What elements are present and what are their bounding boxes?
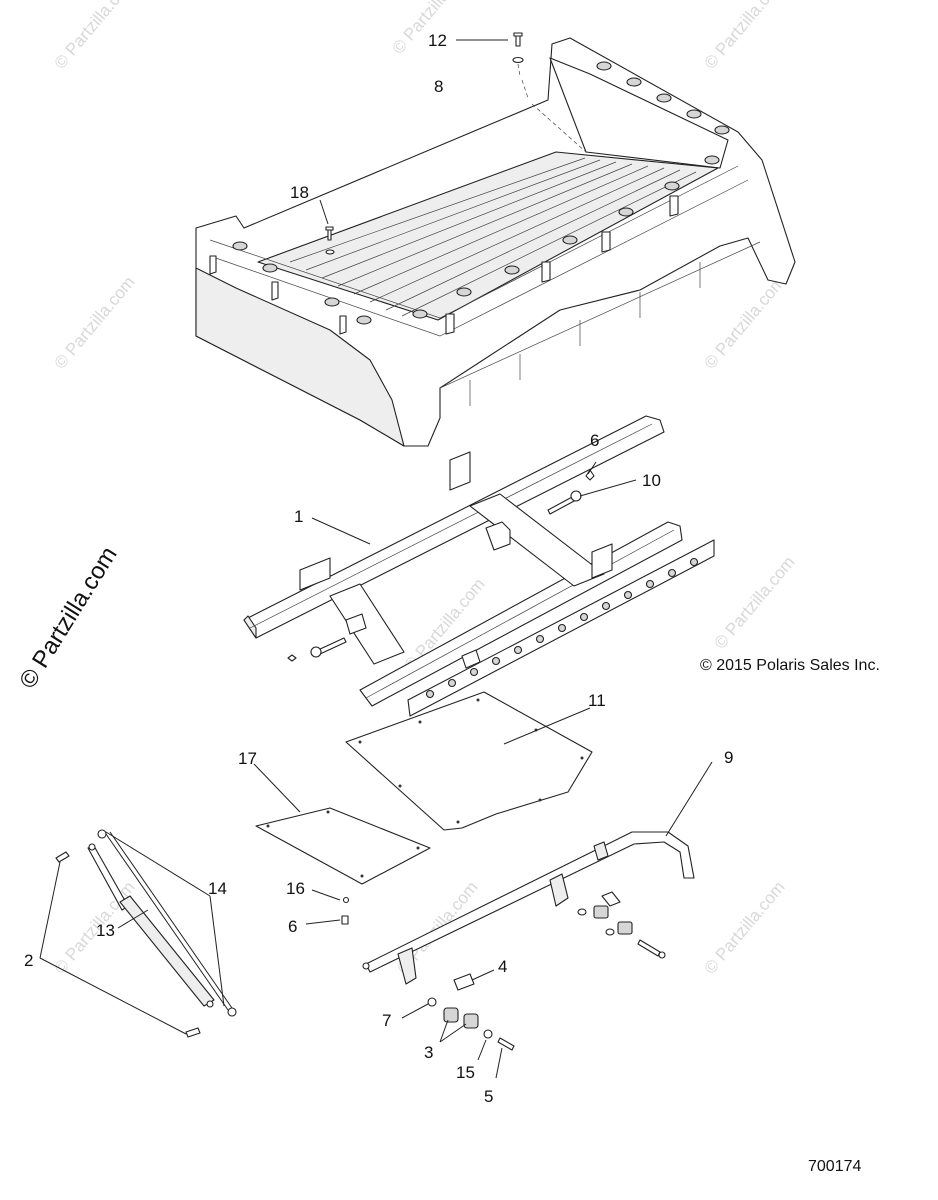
panel-11	[345, 691, 593, 831]
pin-lower-frame	[287, 637, 347, 662]
clip-16	[342, 896, 350, 904]
callout-2: 2	[24, 951, 33, 970]
callout-8: 8	[434, 77, 443, 96]
callout-6-lower: 6	[288, 917, 297, 936]
watermark: © Partzilla.com	[711, 553, 799, 653]
callout-18: 18	[290, 183, 309, 202]
callout-7: 7	[382, 1011, 391, 1030]
callout-1: 1	[294, 507, 303, 526]
cable-14	[97, 829, 237, 1017]
cargo-box	[195, 37, 796, 447]
leader-lines	[39, 39, 713, 1079]
stake-pocket-row	[232, 61, 730, 325]
callout-13: 13	[96, 921, 115, 940]
callout-14: 14	[208, 879, 227, 898]
watermark: © Partzilla.com	[51, 878, 139, 978]
callout-labels: 12 8 18 6 10 1 11 17 9 14 16 6 13 2 4 7 …	[24, 31, 733, 1106]
bolt-12	[513, 32, 523, 47]
screw-18	[325, 226, 335, 255]
strip-holes	[425, 557, 699, 699]
watermark: © Partzilla.com	[701, 0, 789, 73]
callout-3: 3	[424, 1043, 433, 1062]
clip-6-top	[585, 469, 595, 481]
tailgate-bar	[362, 831, 695, 985]
callout-4: 4	[498, 957, 507, 976]
latch-hardware	[577, 891, 666, 959]
figure-number: 700174	[808, 1158, 862, 1175]
callout-15: 15	[456, 1063, 475, 1082]
hardware-cluster-lower	[427, 973, 515, 1051]
watermark: © Partzilla.com	[701, 273, 789, 373]
pin-2-bottom	[185, 1027, 201, 1038]
gas-strut	[87, 843, 215, 1008]
pin-10	[547, 490, 582, 515]
callout-9: 9	[724, 748, 733, 767]
pin-2-top	[55, 851, 70, 863]
watermark: © Partzilla.com	[701, 878, 789, 978]
callout-17: 17	[238, 749, 257, 768]
screw-6-lower	[341, 915, 349, 925]
callout-10: 10	[642, 471, 661, 490]
washer-8	[512, 56, 524, 64]
tie-down-hooks	[209, 195, 679, 335]
callout-6-top: 6	[590, 431, 599, 450]
callout-16: 16	[286, 879, 305, 898]
watermark: © Partzilla.com	[51, 0, 139, 73]
callout-5: 5	[484, 1087, 493, 1106]
panel-17	[255, 807, 431, 885]
watermark: © Partzilla.com	[51, 273, 139, 373]
cargo-frame	[243, 415, 715, 717]
copyright-notice: © 2015 Polaris Sales Inc.	[700, 657, 880, 674]
callout-12: 12	[428, 31, 447, 50]
callout-11: 11	[588, 691, 606, 710]
